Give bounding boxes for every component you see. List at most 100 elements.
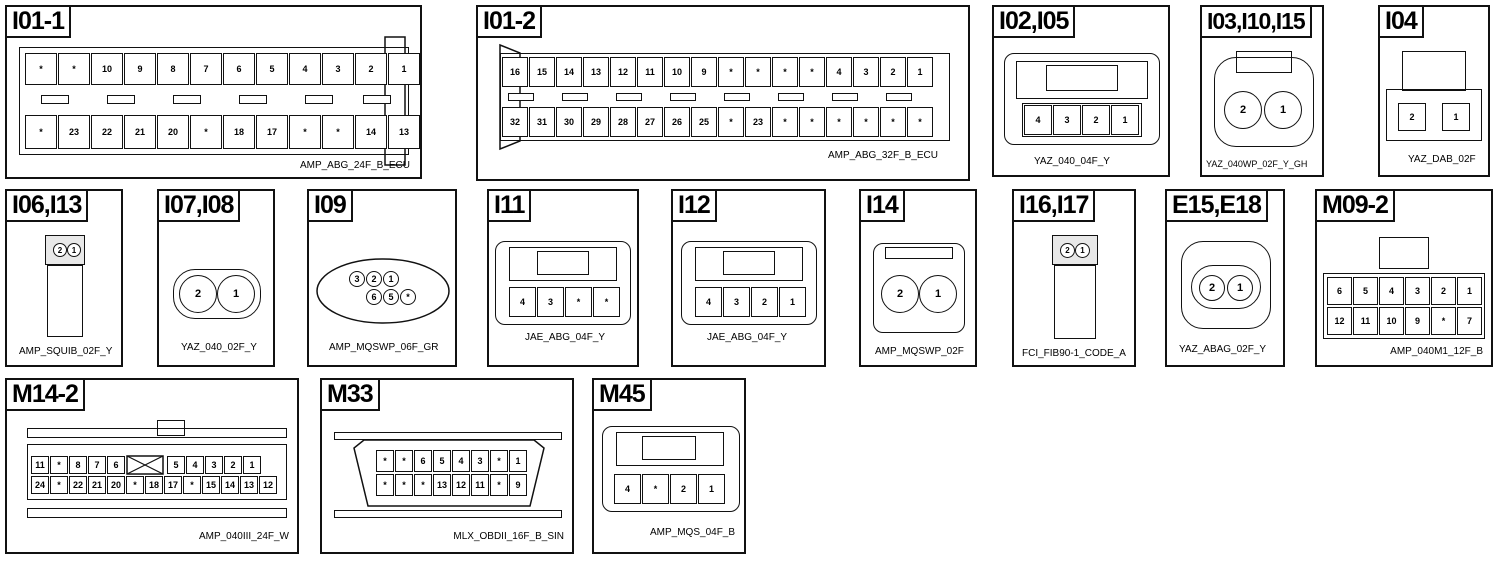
polarization-slot [173, 95, 201, 104]
pin: * [718, 107, 744, 137]
connector-i04: I04 2 1 YAZ_DAB_02F [1378, 5, 1490, 177]
pin: 2 [179, 275, 217, 313]
pin: 6 [107, 456, 125, 474]
pin: 2 [751, 287, 778, 317]
pin: 3 [471, 450, 489, 472]
connector-housing [1181, 241, 1271, 329]
pin: 24 [31, 476, 49, 494]
polarization-slot [724, 93, 750, 101]
pin: * [772, 107, 798, 137]
connector-id: I12 [671, 189, 717, 222]
pin: 21 [88, 476, 106, 494]
pin: * [58, 53, 90, 85]
pin: 1 [907, 57, 933, 87]
latch [1402, 51, 1466, 91]
polarization-slot [41, 95, 69, 104]
pin: 1 [1442, 103, 1470, 131]
connector-body [47, 265, 83, 337]
pin: * [490, 474, 508, 496]
latch-center [537, 251, 589, 275]
connector-id: I14 [859, 189, 905, 222]
pin: 31 [529, 107, 555, 137]
pin: 2 [366, 271, 382, 287]
pin: 13 [240, 476, 258, 494]
latch-center [723, 251, 775, 275]
connector-housing [1004, 53, 1160, 145]
polarization-slot [239, 95, 267, 104]
connector-i14: I14 2 1 AMP_MQSWP_02F [859, 189, 977, 367]
pin: 3 [723, 287, 750, 317]
connector-code: FCI_FIB90-1_CODE_A [1022, 348, 1126, 359]
pin: 17 [164, 476, 182, 494]
connector-housing [1214, 57, 1314, 147]
latch [616, 432, 724, 466]
pin: 2 [1431, 277, 1456, 305]
connector-e15-e18: E15,E18 2 1 YAZ_ABAG_02F_Y [1165, 189, 1285, 367]
pin: 18 [145, 476, 163, 494]
pin: 14 [221, 476, 239, 494]
pin: 9 [691, 57, 717, 87]
pin-block [1022, 103, 1142, 137]
pin: 2 [1060, 243, 1075, 258]
connector-id: I16,I17 [1012, 189, 1096, 222]
connector-i11: I11 4 3 * * JAE_ABG_04F_Y [487, 189, 639, 367]
pin: * [289, 115, 321, 149]
pin: 4 [289, 53, 321, 85]
pin: * [490, 450, 508, 472]
pin: 4 [186, 456, 204, 474]
pin: 11 [471, 474, 489, 496]
latch [509, 247, 617, 281]
pin: * [772, 57, 798, 87]
pin: * [853, 107, 879, 137]
latch-center [642, 436, 696, 460]
pin: 2 [880, 57, 906, 87]
pin: 1 [1227, 275, 1253, 301]
pin: 12 [259, 476, 277, 494]
pin: 2 [53, 243, 67, 257]
pin: 11 [31, 456, 49, 474]
pin: 9 [509, 474, 527, 496]
connector-housing [602, 426, 740, 512]
pin: 15 [202, 476, 220, 494]
pin: 25 [691, 107, 717, 137]
pin: * [376, 474, 394, 496]
pin: 26 [664, 107, 690, 137]
connector-housing [495, 241, 631, 325]
pin: 1 [779, 287, 806, 317]
pin: 30 [556, 107, 582, 137]
connector-id: I11 [487, 189, 532, 222]
obd-housing-outline [353, 439, 545, 507]
pin: 7 [190, 53, 222, 85]
pin: * [50, 476, 68, 494]
pin: 4 [695, 287, 722, 317]
connector-i16-i17: I16,I17 2 1 FCI_FIB90-1_CODE_A [1012, 189, 1136, 367]
pin: * [190, 115, 222, 149]
pin: 28 [610, 107, 636, 137]
latch-center [1046, 65, 1118, 91]
pin: 11 [637, 57, 663, 87]
latch [885, 247, 953, 259]
pin: * [593, 287, 620, 317]
connector-body [27, 444, 287, 500]
connector-id: E15,E18 [1165, 189, 1268, 222]
pin: 3 [205, 456, 223, 474]
pin: 1 [1075, 243, 1090, 258]
pin: 12 [610, 57, 636, 87]
connector-m14-2: M14-2 11 * 8 7 6 5 4 3 2 1 24 * 22 21 20… [5, 378, 299, 554]
pin: 11 [1353, 307, 1378, 335]
latch [1236, 51, 1292, 73]
connector-code: MLX_OBDII_16F_B_SIN [453, 531, 564, 542]
connector-id: I03,I10,I15 [1200, 5, 1312, 38]
connector-housing-outline [316, 258, 450, 324]
connector-code: AMP_040M1_12F_B [1390, 346, 1483, 357]
pin: 13 [388, 115, 420, 149]
pin: 17 [256, 115, 288, 149]
connector-i02-i05: I02,I05 4 3 2 1 YAZ_040_04F_Y [992, 5, 1170, 177]
pin: 6 [366, 289, 382, 305]
connector-id: I07,I08 [157, 189, 241, 222]
polarization-slot [616, 93, 642, 101]
connector-id: I04 [1378, 5, 1424, 38]
connector-code: YAZ_040_02F_Y [181, 342, 257, 353]
pin: 9 [124, 53, 156, 85]
pin: 2 [670, 474, 697, 504]
